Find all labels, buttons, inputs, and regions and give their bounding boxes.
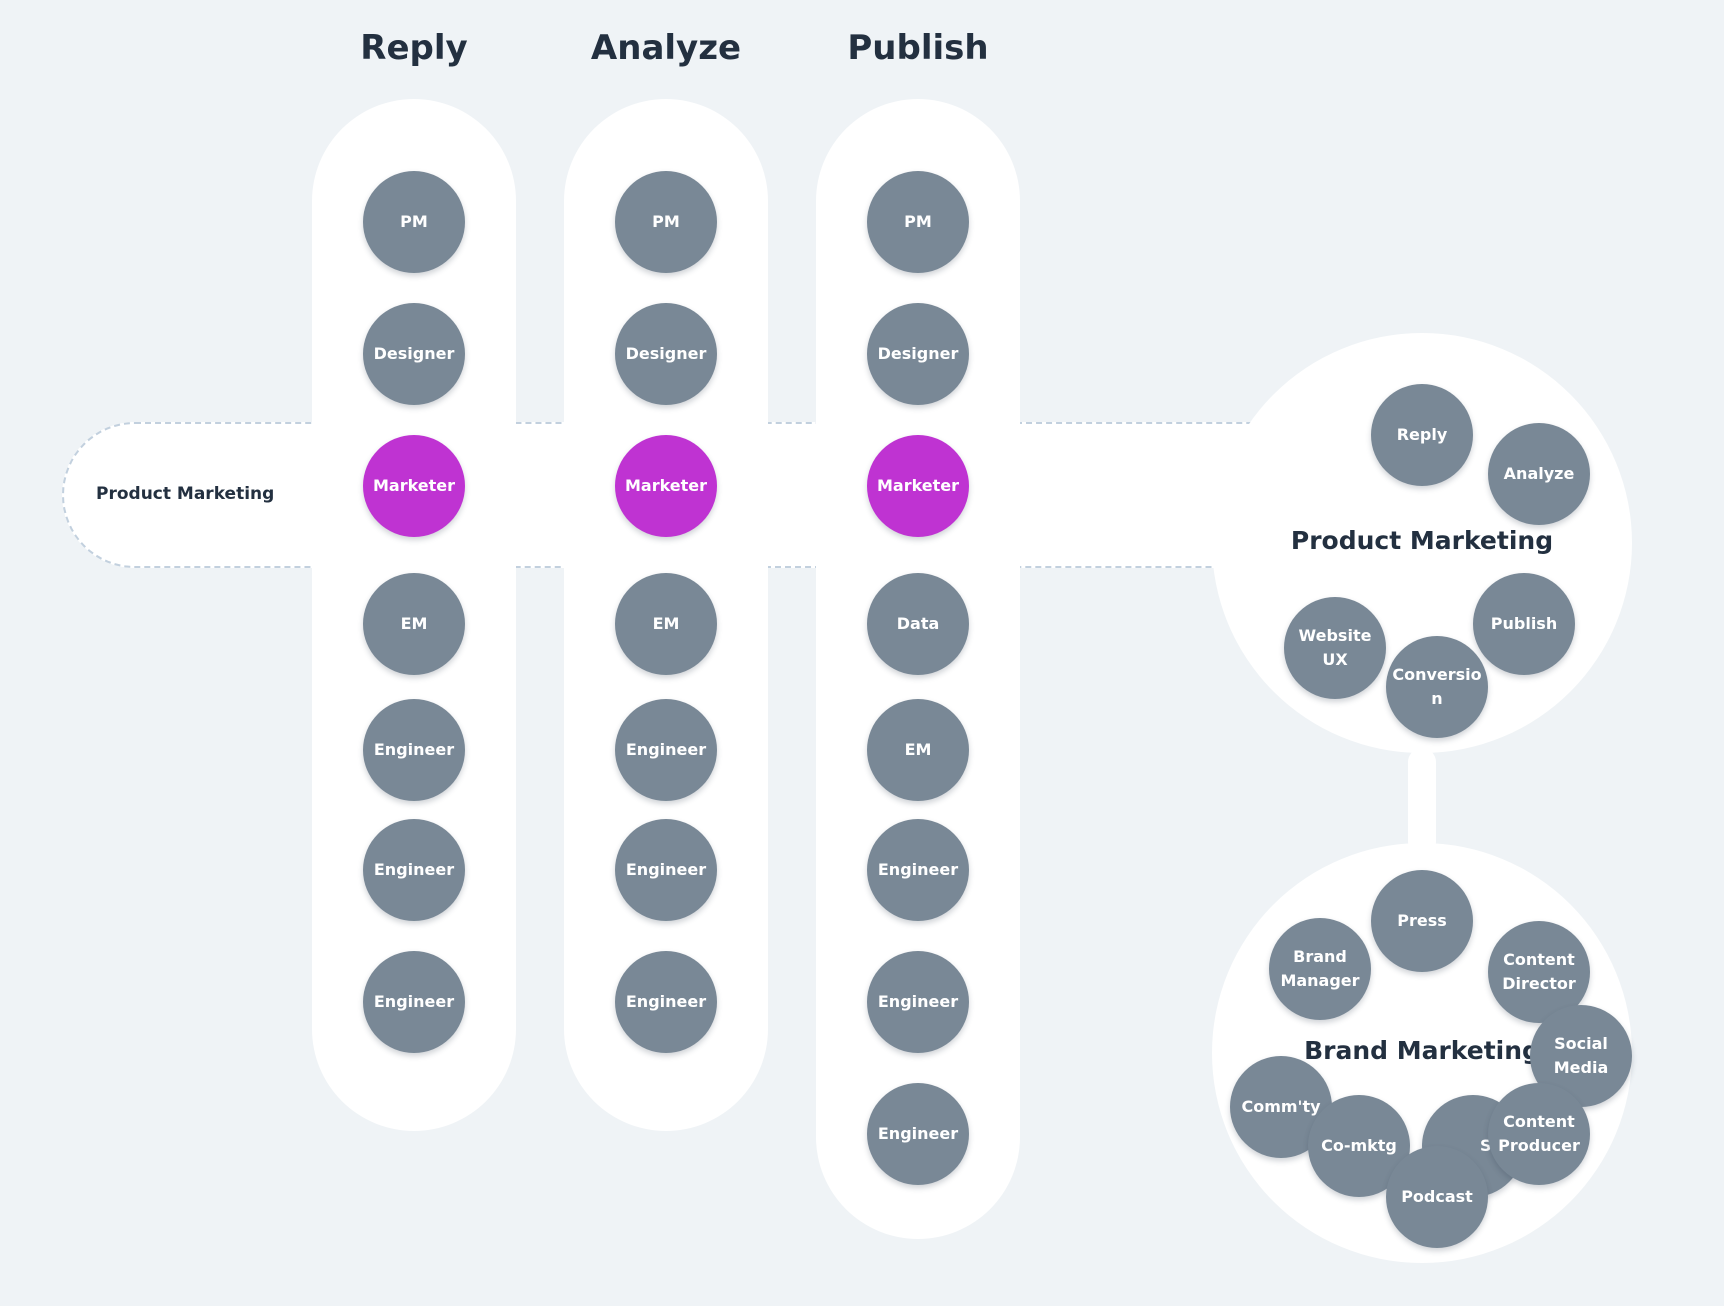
- publish-marketer-node: Marketer: [867, 435, 969, 537]
- reply-designer-node: Designer: [363, 303, 465, 405]
- bm-cluster-content-producer-node: Content Producer: [1488, 1083, 1590, 1185]
- analyze-engineer-node: Engineer: [615, 699, 717, 801]
- pm-cluster-website-ux-node: Website UX: [1284, 597, 1386, 699]
- bm-cluster-brand-manager-node: Brand Manager: [1269, 918, 1371, 1020]
- reply-engineer-node: Engineer: [363, 951, 465, 1053]
- analyze-designer-node: Designer: [615, 303, 717, 405]
- pm-cluster-reply-node: Reply: [1371, 384, 1473, 486]
- reply-engineer-node: Engineer: [363, 699, 465, 801]
- product-marketing-cluster-title: Product Marketing: [1290, 526, 1554, 555]
- analyze-em-node: EM: [615, 573, 717, 675]
- publish-engineer-node: Engineer: [867, 951, 969, 1053]
- publish-engineer-node: Engineer: [867, 819, 969, 921]
- cluster-connector: [1408, 748, 1436, 856]
- product-marketing-band-label: Product Marketing: [96, 484, 275, 504]
- bm-cluster-press-node: Press: [1371, 870, 1473, 972]
- reply-marketer-node: Marketer: [363, 435, 465, 537]
- publish-em-node: EM: [867, 699, 969, 801]
- analyze-pm-node: PM: [615, 171, 717, 273]
- analyze-engineer-node: Engineer: [615, 951, 717, 1053]
- lane-title-publish: Publish: [847, 28, 989, 68]
- analyze-marketer-node: Marketer: [615, 435, 717, 537]
- publish-designer-node: Designer: [867, 303, 969, 405]
- publish-pm-node: PM: [867, 171, 969, 273]
- reply-pm-node: PM: [363, 171, 465, 273]
- lane-title-reply: Reply: [360, 28, 468, 68]
- analyze-engineer-node: Engineer: [615, 819, 717, 921]
- reply-em-node: EM: [363, 573, 465, 675]
- reply-engineer-node: Engineer: [363, 819, 465, 921]
- pm-cluster-publish-node: Publish: [1473, 573, 1575, 675]
- bm-cluster-podcast-node: Podcast: [1386, 1146, 1488, 1248]
- lane-title-analyze: Analyze: [590, 28, 742, 68]
- pm-cluster-conversion-node: Conversion: [1386, 636, 1488, 738]
- publish-data-node: Data: [867, 573, 969, 675]
- publish-engineer-node: Engineer: [867, 1083, 969, 1185]
- pm-cluster-analyze-node: Analyze: [1488, 423, 1590, 525]
- brand-marketing-cluster-title: Brand Marketing: [1304, 1036, 1540, 1065]
